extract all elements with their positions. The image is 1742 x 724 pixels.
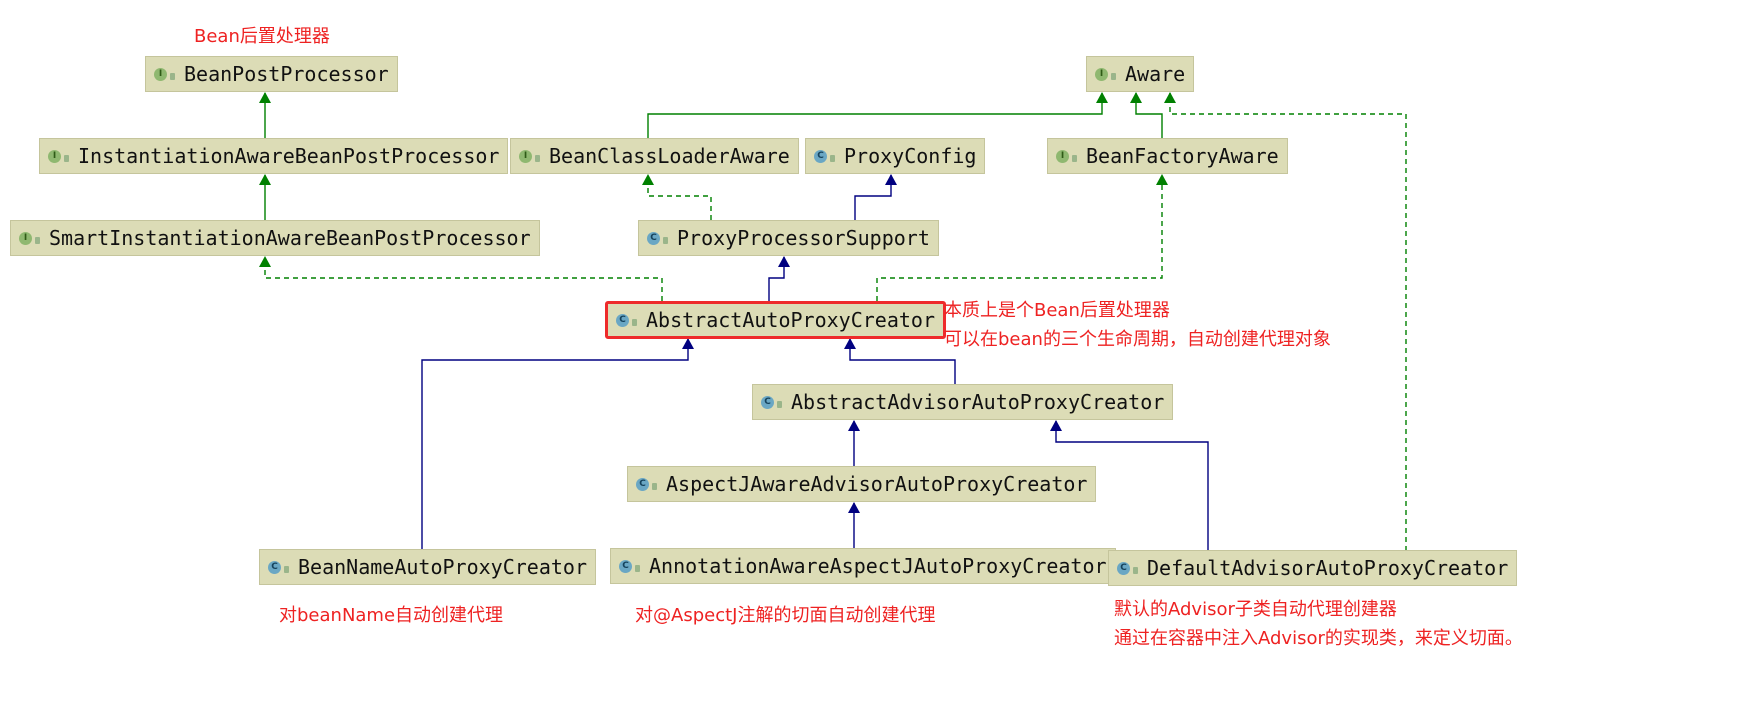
edge-aadapc-extends-aapc xyxy=(844,338,956,384)
class-icon: C xyxy=(636,477,657,491)
abstract-class-icon: C xyxy=(616,313,637,327)
node-smart-instantiation-aware-bean-post-processor[interactable]: I SmartInstantiationAwareBeanPostProcess… xyxy=(10,220,540,256)
edge-bnapc-extends-aapc xyxy=(421,338,694,549)
node-label: AbstractAdvisorAutoProxyCreator xyxy=(791,390,1165,414)
node-label: DefaultAdvisorAutoProxyCreator xyxy=(1147,556,1509,580)
node-bean-factory-aware[interactable]: I BeanFactoryAware xyxy=(1047,138,1288,174)
node-label: SmartInstantiationAwareBeanPostProcessor xyxy=(49,226,531,250)
edge-pps-implements-bcla xyxy=(642,174,712,220)
node-default-advisor-auto-proxy-creator[interactable]: C DefaultAdvisorAutoProxyCreator xyxy=(1108,550,1518,586)
node-label: Aware xyxy=(1125,62,1186,86)
interface-icon: I xyxy=(19,231,40,245)
note-aapc-line-1: 本质上是个Bean后置处理器 xyxy=(944,300,1170,321)
node-label: InstantiationAwareBeanPostProcessor xyxy=(78,144,500,168)
node-proxy-config[interactable]: C ProxyConfig xyxy=(805,138,986,174)
note-aapc-line-2: 可以在bean的三个生命周期，自动创建代理对象 xyxy=(944,329,1331,350)
node-bean-post-processor[interactable]: I BeanPostProcessor xyxy=(145,56,398,92)
edge-aapc-implements-siabpp xyxy=(259,256,663,301)
node-bean-class-loader-aware[interactable]: I BeanClassLoaderAware xyxy=(510,138,799,174)
interface-icon: I xyxy=(519,149,540,163)
edge-dadapc-extends-aadapc xyxy=(1050,420,1209,551)
class-icon: C xyxy=(647,231,668,245)
node-label: AspectJAwareAdvisorAutoProxyCreator xyxy=(666,472,1088,496)
class-icon: C xyxy=(814,149,835,163)
node-label: BeanNameAutoProxyCreator xyxy=(298,555,587,579)
edge-aapc-extends-pps xyxy=(768,256,790,301)
node-label: BeanFactoryAware xyxy=(1086,144,1279,168)
node-label: ProxyConfig xyxy=(844,144,977,168)
node-instantiation-aware-bean-post-processor[interactable]: I InstantiationAwareBeanPostProcessor xyxy=(39,138,509,174)
edge-pps-extends-pc xyxy=(854,174,897,220)
note-default-advisor-line-2: 通过在容器中注入Advisor的实现类，来定义切面。 xyxy=(1114,628,1523,649)
interface-icon: I xyxy=(1056,149,1077,163)
note-bean-post-processor: Bean后置处理器 xyxy=(194,26,330,47)
interface-icon: I xyxy=(154,67,175,81)
note-annotation-aware-aspectj: 对@AspectJ注解的切面自动创建代理 xyxy=(635,605,936,626)
node-label: ProxyProcessorSupport xyxy=(677,226,930,250)
node-label: AbstractAutoProxyCreator xyxy=(646,308,935,332)
interface-icon: I xyxy=(48,149,69,163)
node-proxy-processor-support[interactable]: C ProxyProcessorSupport xyxy=(638,220,939,256)
node-aware[interactable]: I Aware xyxy=(1086,56,1195,92)
edge-bfa-to-aware xyxy=(1130,92,1163,140)
node-aspectj-aware-advisor-auto-proxy-creator[interactable]: C AspectJAwareAdvisorAutoProxyCreator xyxy=(627,466,1097,502)
edge-aapc-implements-bfa xyxy=(876,174,1168,301)
node-abstract-advisor-auto-proxy-creator[interactable]: C AbstractAdvisorAutoProxyCreator xyxy=(752,384,1174,420)
note-bean-name-auto-proxy-creator: 对beanName自动创建代理 xyxy=(279,605,504,626)
edge-bcla-to-aware xyxy=(647,92,1108,140)
class-icon: C xyxy=(619,559,640,573)
class-icon: C xyxy=(268,560,289,574)
abstract-class-icon: C xyxy=(761,395,782,409)
class-icon: C xyxy=(1117,561,1138,575)
node-label: BeanPostProcessor xyxy=(184,62,389,86)
node-label: AnnotationAwareAspectJAutoProxyCreator xyxy=(649,554,1107,578)
node-label: BeanClassLoaderAware xyxy=(549,144,790,168)
node-abstract-auto-proxy-creator[interactable]: C AbstractAutoProxyCreator xyxy=(605,301,946,339)
note-default-advisor-line-1: 默认的Advisor子类自动代理创建器 xyxy=(1114,599,1397,620)
edge-dadapc-implements-aware xyxy=(1164,92,1407,551)
node-bean-name-auto-proxy-creator[interactable]: C BeanNameAutoProxyCreator xyxy=(259,549,596,585)
interface-icon: I xyxy=(1095,67,1116,81)
node-annotation-aware-aspectj-auto-proxy-creator[interactable]: C AnnotationAwareAspectJAutoProxyCreator xyxy=(610,548,1116,584)
